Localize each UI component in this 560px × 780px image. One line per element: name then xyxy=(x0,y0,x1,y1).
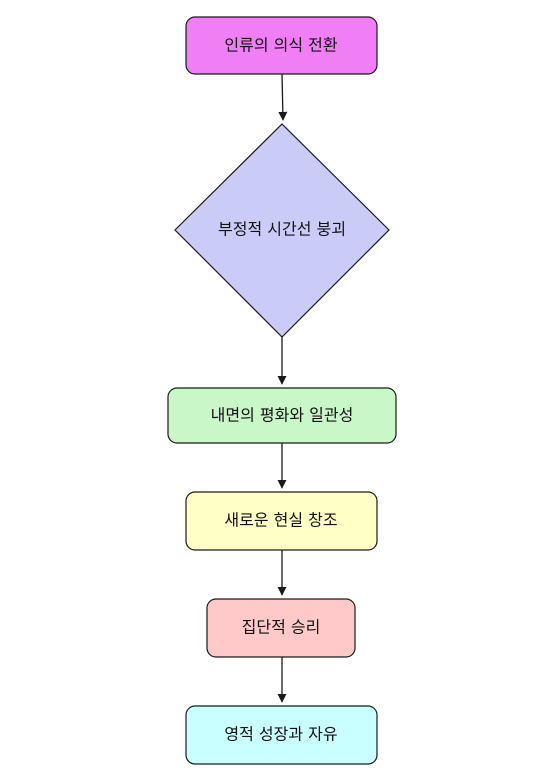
node-spiritual-growth-box xyxy=(185,705,378,765)
edges-layer xyxy=(277,73,288,703)
node-collective-victory-label: 집단적 승리 xyxy=(242,618,321,637)
node-consciousness-shift: 인류의 의식 전환 xyxy=(185,16,378,75)
node-timeline-collapse: 부정적 시간선 붕괴 xyxy=(174,123,390,338)
node-spiritual-growth: 영적 성장과 자유 xyxy=(185,705,378,765)
node-inner-peace: 내면의 평화와 일관성 xyxy=(167,387,397,444)
node-inner-peace-box xyxy=(167,387,397,444)
node-timeline-collapse-label: 부정적 시간선 붕괴 xyxy=(218,220,346,239)
node-spiritual-growth-label: 영적 성장과 자유 xyxy=(224,725,337,744)
node-inner-peace-label: 내면의 평화와 일관성 xyxy=(211,406,354,425)
node-consciousness-shift-box xyxy=(185,16,378,75)
node-consciousness-shift-label: 인류의 의식 전환 xyxy=(224,36,337,55)
node-new-reality-box xyxy=(185,491,378,551)
node-new-reality: 새로운 현실 창조 xyxy=(185,491,378,551)
node-collective-victory-box xyxy=(206,598,356,658)
node-new-reality-label: 새로운 현실 창조 xyxy=(224,511,337,530)
node-timeline-collapse-diamond xyxy=(174,123,390,338)
edge-consciousness-to-timeline xyxy=(278,73,288,121)
node-collective-victory: 집단적 승리 xyxy=(206,598,356,658)
